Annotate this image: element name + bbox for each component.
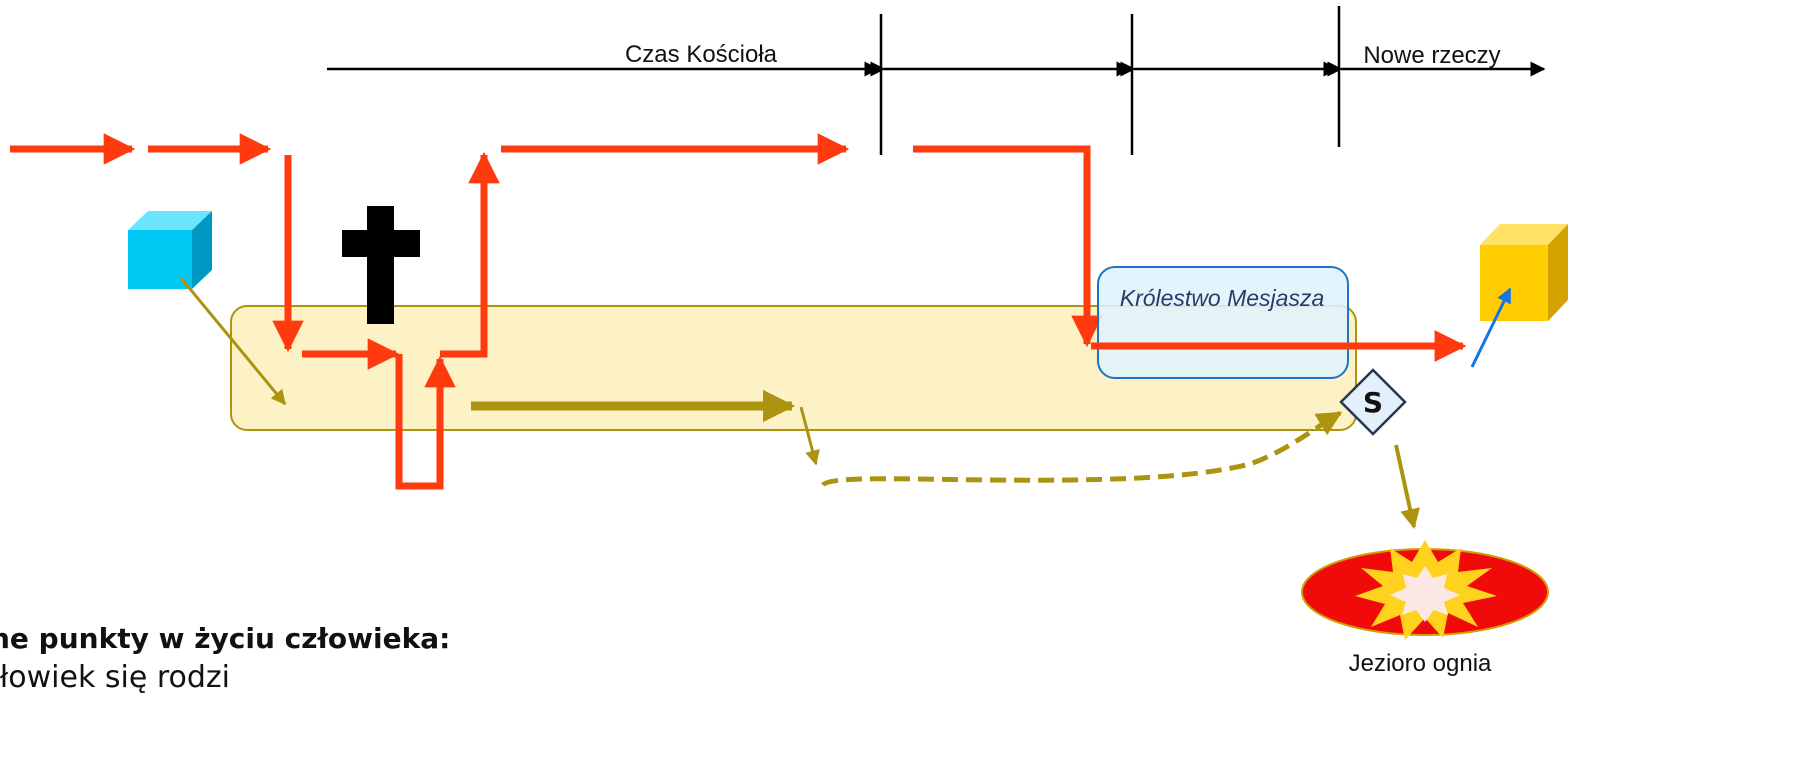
- red-dip: [395, 354, 456, 490]
- gold-cube-icon: [1480, 224, 1568, 321]
- gold-dashed-path: [821, 410, 1343, 488]
- diamond-s-icon: [1339, 368, 1407, 436]
- kingdom-label: Królestwo Mesjasza: [1120, 285, 1325, 311]
- gold-arrow-from-cube: [179, 277, 287, 406]
- key-point-item: złowiek się rodzi: [0, 660, 230, 695]
- blue-cube-icon: [128, 211, 212, 289]
- timeline: [327, 6, 1546, 155]
- kingdom-box: [1097, 266, 1349, 379]
- gold-arrow-to-lake: [1394, 444, 1420, 529]
- blue-arrow: [1470, 287, 1512, 368]
- explosion-icon: [1301, 540, 1549, 640]
- key-points-heading: ne punkty w życiu człowieka:: [0, 622, 451, 655]
- red-arrow-down-2: [913, 145, 1103, 348]
- cross-icon: [342, 206, 420, 324]
- new-things-label: Nowe rzeczy: [1363, 42, 1500, 69]
- red-arrow-up: [440, 151, 500, 358]
- judgement-letter: S: [1363, 386, 1383, 419]
- gold-arrow-down: [799, 406, 820, 466]
- human-path: [179, 277, 1420, 529]
- church-time-label: Czas Kościoła: [625, 41, 778, 68]
- lake-label: Jezioro ognia: [1349, 650, 1492, 677]
